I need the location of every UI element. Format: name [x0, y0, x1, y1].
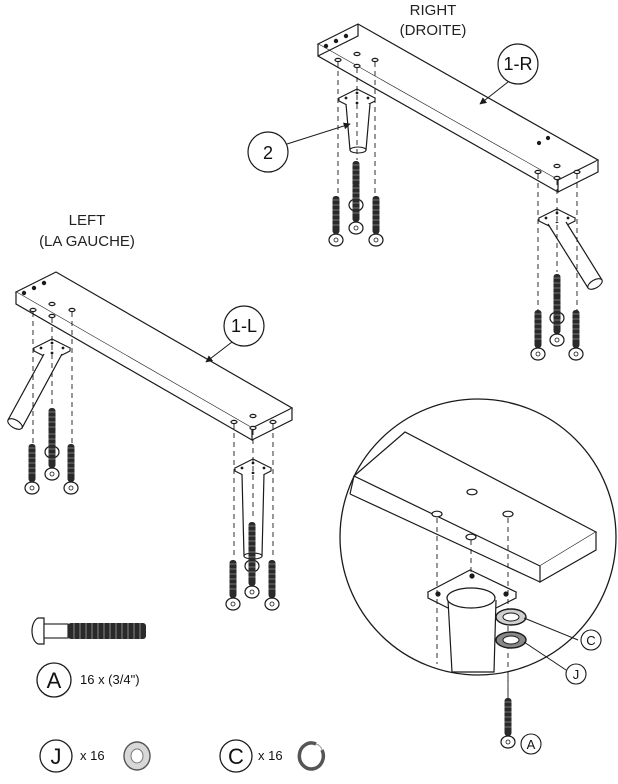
leg-right-back	[538, 208, 603, 290]
callout-rail-right: 1-R	[479, 43, 539, 105]
part-lock-washer-letter: C	[228, 744, 244, 769]
callout-rail-left: 1-L	[205, 305, 265, 363]
detail-bolt: A	[500, 676, 542, 755]
part-washer-qty: x 16	[80, 748, 105, 763]
washer-icon	[495, 631, 527, 649]
parts-legend: A 16 x (3/4") J x 16 C x 16	[31, 617, 326, 773]
svg-text:A: A	[527, 737, 536, 752]
right-rail-assembly: RIGHT (DROITE)	[247, 2, 603, 361]
right-label-fr: (DROITE)	[400, 22, 467, 39]
leg-left-back	[7, 338, 71, 430]
bolt-icon	[24, 443, 40, 495]
part-lock-washer-qty: x 16	[258, 748, 283, 763]
bolt-icon	[530, 309, 546, 361]
part-bolt-qty: 16 x (3/4")	[80, 672, 140, 687]
left-label: LEFT	[69, 212, 106, 229]
left-label-fr: (LA GAUCHE)	[39, 233, 135, 250]
callout-leg: 2	[247, 122, 351, 173]
bolt-icon	[225, 559, 241, 611]
bolt-icon	[500, 697, 516, 749]
part-washer-letter: J	[51, 744, 62, 769]
svg-text:C: C	[586, 633, 595, 648]
svg-text:1-L: 1-L	[231, 316, 257, 336]
part-bolt: A 16 x (3/4")	[31, 617, 146, 698]
rail-left	[14, 271, 294, 442]
lock-washer-icon	[495, 608, 527, 626]
part-washer: J x 16	[39, 739, 151, 773]
detail-view: C J	[339, 398, 617, 700]
part-bolt-letter: A	[47, 668, 62, 693]
bolt-icon	[568, 309, 584, 361]
part-lock-washer: C x 16	[219, 739, 326, 773]
detail-callout-j: J	[565, 663, 587, 685]
rail-right	[316, 23, 600, 194]
bolt-icon	[264, 559, 280, 611]
bolt-icon	[63, 443, 79, 495]
svg-text:2: 2	[263, 143, 273, 163]
bolt-icon	[328, 195, 344, 247]
lock-washer-icon	[297, 741, 326, 771]
left-rail-assembly: LEFT (LA GAUCHE)	[7, 212, 294, 611]
bolt-icon	[368, 195, 384, 247]
right-label: RIGHT	[410, 2, 457, 19]
detail-callout-c: C	[580, 629, 602, 651]
svg-text:1-R: 1-R	[503, 54, 532, 74]
detail-callout-a: A	[520, 733, 542, 755]
svg-text:J: J	[573, 667, 580, 682]
